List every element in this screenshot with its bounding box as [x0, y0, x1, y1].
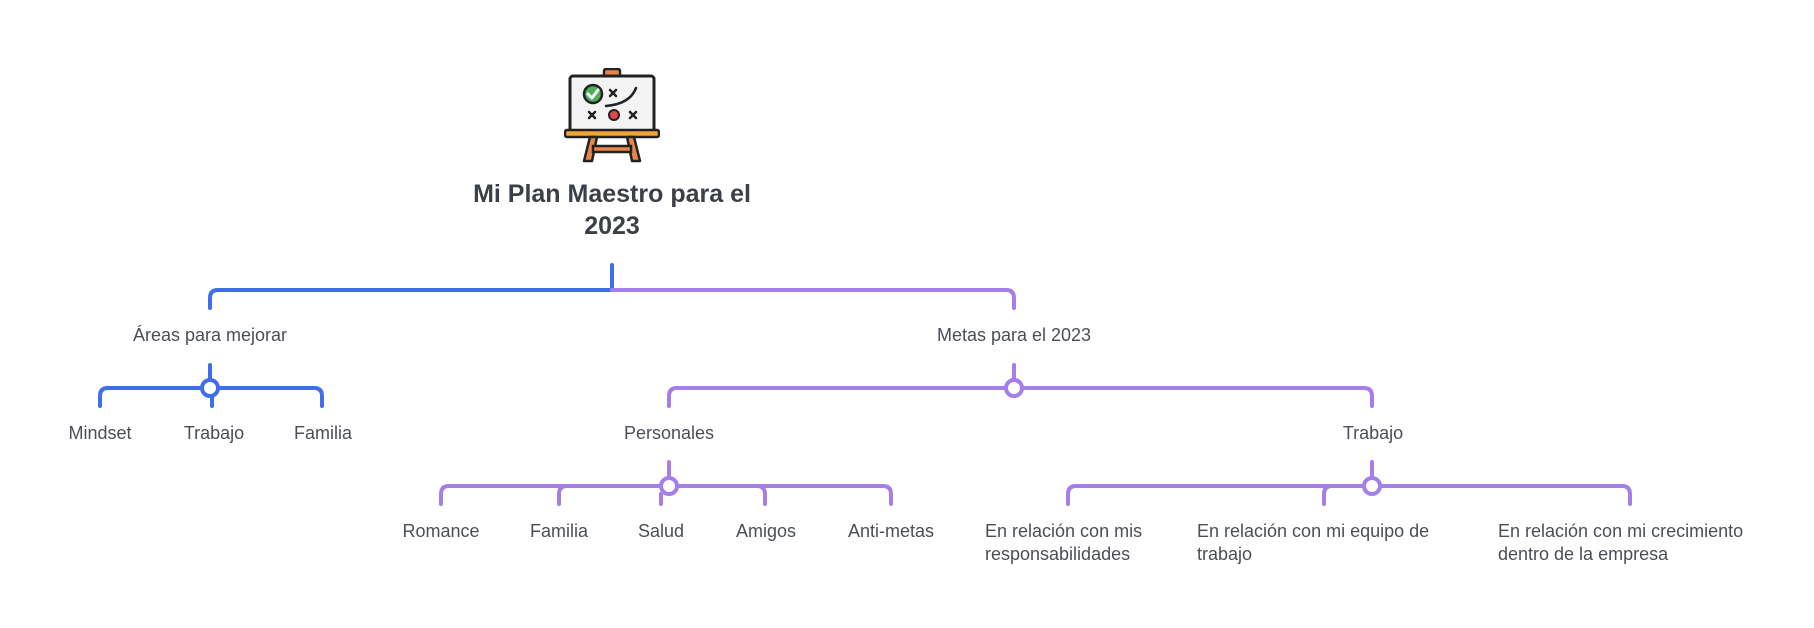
connector-trabajo-children — [1066, 460, 1632, 506]
subtopic-familia-personales[interactable]: Familia — [529, 521, 589, 541]
connector-root-metas — [610, 288, 1016, 310]
subtopic-amigos[interactable]: Amigos — [735, 521, 797, 541]
subtopic-crecimiento-empresa[interactable]: En relación con mi crecimiento dentro de… — [1498, 521, 1744, 564]
topic-areas-para-mejorar[interactable]: Áreas para mejorar — [132, 325, 288, 345]
connector-node-areas — [200, 378, 220, 398]
subtopic-salud[interactable]: Salud — [637, 521, 685, 541]
connector-node-metas — [1004, 378, 1024, 398]
connector-node-trabajo — [1362, 476, 1382, 496]
topic-trabajo-metas[interactable]: Trabajo — [1342, 423, 1404, 443]
topic-metas-para-el-2023[interactable]: Metas para el 2023 — [936, 325, 1092, 345]
subtopic-trabajo-areas[interactable]: Trabajo — [183, 423, 245, 443]
subtopic-equipo-de-trabajo[interactable]: En relación con mi equipo de trabajo — [1197, 521, 1430, 564]
subtopic-familia-areas[interactable]: Familia — [293, 423, 353, 443]
subtopic-mindset[interactable]: Mindset — [68, 423, 132, 443]
central-topic-title[interactable]: Mi Plan Maestro para el 2023 — [473, 180, 751, 240]
strategy-board-icon — [564, 68, 660, 163]
subtopic-responsabilidades[interactable]: En relación con mis responsabilidades — [985, 521, 1143, 564]
connector-root-areas — [208, 263, 614, 310]
subtopic-romance[interactable]: Romance — [402, 521, 480, 541]
topic-personales[interactable]: Personales — [623, 423, 715, 443]
subtopic-anti-metas[interactable]: Anti-metas — [847, 521, 935, 541]
connector-node-personales — [659, 476, 679, 496]
